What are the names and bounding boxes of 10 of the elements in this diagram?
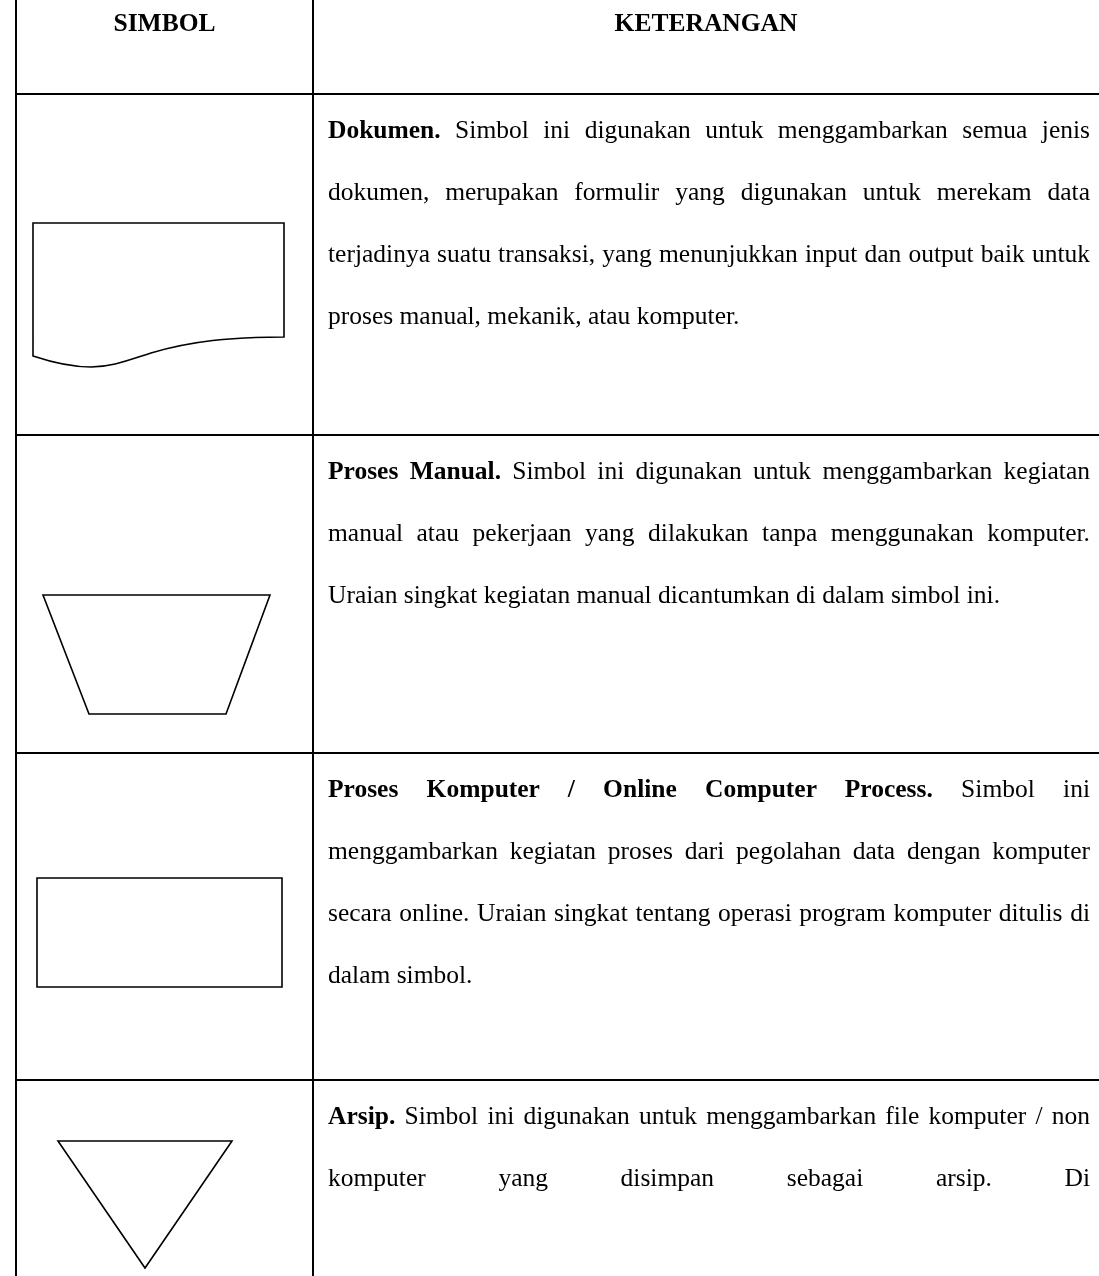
description-text: Dokumen. Simbol ini digunakan untuk menggambarkan semua jenis dokumen, merupakan formulir yang digunakan untuk merekam data terjadinya suatu transaksi, yang menunjukkan input dan output baik untuk proses manual, mekanik, atau komputer. (328, 114, 1090, 332)
column-header: KETERANGAN (613, 8, 799, 38)
description-text: Proses Manual. Simbol ini digunakan untuk menggambarkan kegiatan manual atau pekerjaan yang dilakukan tanpa menggunakan komputer. Uraian singkat kegiatan manual dicantumkan di dalam simbol ini. (328, 455, 1090, 611)
description-text: Proses Komputer / Online Computer Process. Simbol ini menggambarkan kegiatan proses dari pegolahan data dengan komputer secara online. Uraian singkat tentang operasi program komputer ditulis di dalam simbol. (328, 773, 1090, 991)
document-symbol (31, 221, 286, 369)
column-header: SIMBOL (112, 8, 217, 38)
computer-process-symbol (35, 876, 284, 989)
description-text: Arsip. Simbol ini digunakan untuk menggambarkan file komputer / non komputer yang disimpan sebagai arsip. Di (328, 1100, 1090, 1194)
archive-symbol (56, 1139, 234, 1270)
manual-process-symbol (41, 593, 272, 716)
